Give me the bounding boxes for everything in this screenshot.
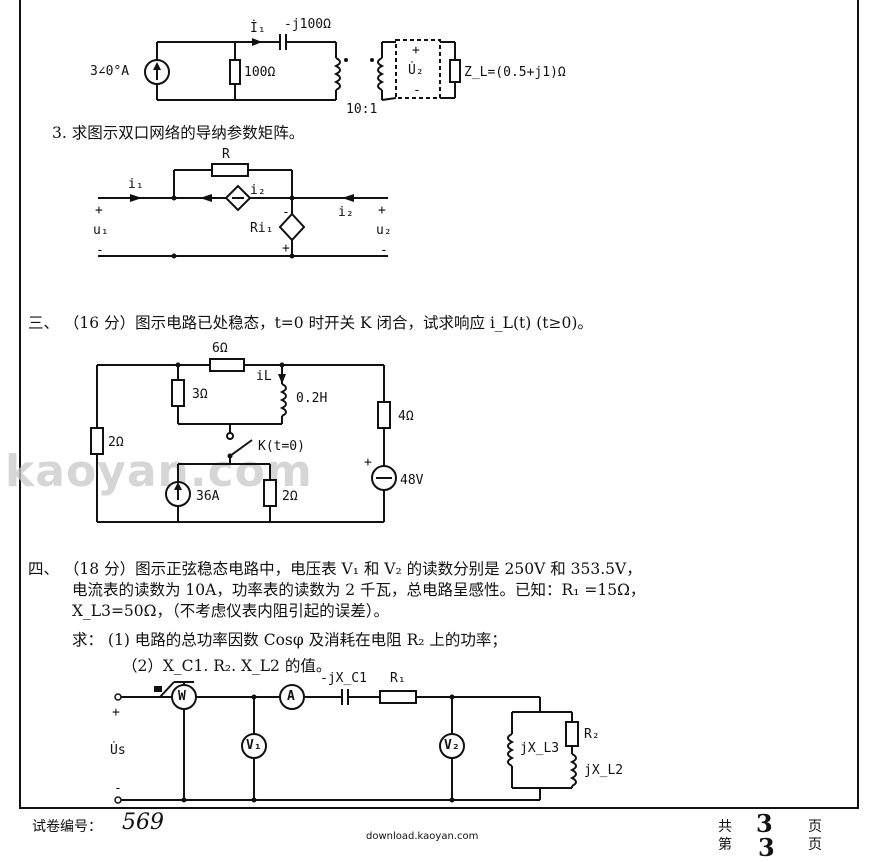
section-4-ask-2: （2）X_C1. R₂. X_L2 的值。	[122, 657, 332, 675]
xl3-label: jX_L3	[520, 741, 560, 756]
current-page-label: 第	[718, 837, 732, 853]
u2-label: u₂	[376, 223, 392, 238]
switch-label: K(t=0)	[258, 439, 305, 454]
src-plus: +	[282, 241, 290, 256]
r2a-label: 2Ω	[108, 435, 124, 450]
section-4-line-1: 四、 （18 分）图示正弦稳态电路中，电压表 V₁ 和 V₂ 的读数分别是 25…	[28, 560, 642, 578]
u1-label: u₁	[93, 223, 109, 238]
current-page-value: 3	[758, 833, 775, 862]
i1-label: i₁	[128, 177, 144, 192]
r1-label: R₁	[390, 671, 406, 686]
total-pages-value: 3	[756, 809, 773, 838]
ammeter-label: A	[287, 689, 295, 704]
plus-sign: +	[412, 43, 420, 58]
v1-label: V₁	[246, 738, 262, 753]
section-4-line-2: 电流表的读数为 10A，功率表的读数为 2 千瓦，总电路呈感性。已知：R₁ =1…	[72, 581, 646, 599]
ri1-label: Ri₁	[250, 221, 274, 236]
port2-minus: -	[380, 243, 388, 258]
port2-plus: +	[378, 203, 386, 218]
us-label: U̇s	[110, 743, 126, 758]
v48-plus: +	[364, 455, 372, 470]
exam-code-value: 569	[122, 810, 164, 835]
port1-plus: +	[95, 203, 103, 218]
total-pages-label: 共	[718, 819, 732, 835]
il-label: iL	[256, 369, 272, 384]
r2-label: R₂	[584, 727, 600, 742]
resistor-label: 100Ω	[244, 65, 276, 80]
current-page-unit: 页	[808, 837, 822, 853]
page-frame	[19, 0, 859, 809]
circuit-diagram-2	[98, 163, 388, 259]
wattmeter-label: W	[178, 689, 186, 704]
src-minus: -	[282, 205, 290, 220]
v2-label: V₂	[444, 738, 460, 753]
port1-minus: -	[96, 243, 104, 258]
r6-label: 6Ω	[212, 341, 228, 356]
watermark: kaoyan.com	[5, 446, 313, 497]
us-plus: +	[112, 705, 120, 720]
question-3: 3. 求图示双口网络的导纳参数矩阵。	[52, 124, 305, 142]
section-3-title: 三、 （16 分）图示电路已处稳态，t=0 时开关 K 闭合，试求响应 i_L(…	[28, 314, 593, 332]
i2b-label: i₂	[338, 205, 354, 220]
pages-unit-label: 页	[808, 819, 822, 835]
r3-label: 3Ω	[192, 387, 208, 402]
footer-url: download.kaoyan.com	[366, 831, 479, 842]
r2b-label: 2Ω	[282, 489, 298, 504]
r4-label: 4Ω	[398, 409, 414, 424]
xl2-label: jX_L2	[584, 763, 624, 778]
circuit-diagram-1	[144, 34, 461, 101]
current-label: İ₁	[250, 21, 266, 36]
l-label: 0.2H	[296, 391, 328, 406]
load-label: Z_L=(0.5+j1)Ω	[464, 65, 566, 80]
minus-sign: -	[413, 83, 421, 98]
u2-label: U̇₂	[408, 63, 424, 78]
circuit-diagram-4	[114, 681, 579, 804]
xc1-label: -jX_C1	[320, 671, 367, 686]
section-4-ask-1: 求： (1) 电路的总功率因数 Cosφ 及消耗在电阻 R₂ 上的功率；	[72, 631, 507, 649]
section-4-line-3: X_L3=50Ω，（不考虑仪表内阻引起的误差）。	[72, 602, 390, 620]
v48-label: 48V	[400, 473, 424, 488]
i2-label: i₂	[250, 183, 266, 198]
ratio-label: 10:1	[346, 102, 378, 117]
circuit-diagram-3	[90, 358, 397, 523]
capacitor-label: -j100Ω	[284, 17, 331, 32]
us-minus: -	[114, 781, 122, 796]
exam-code-label: 试卷编号：	[32, 819, 102, 835]
r-label: R	[222, 147, 230, 162]
src36-label: 36A	[196, 489, 220, 504]
source-label: 3∠0°A	[90, 64, 130, 79]
